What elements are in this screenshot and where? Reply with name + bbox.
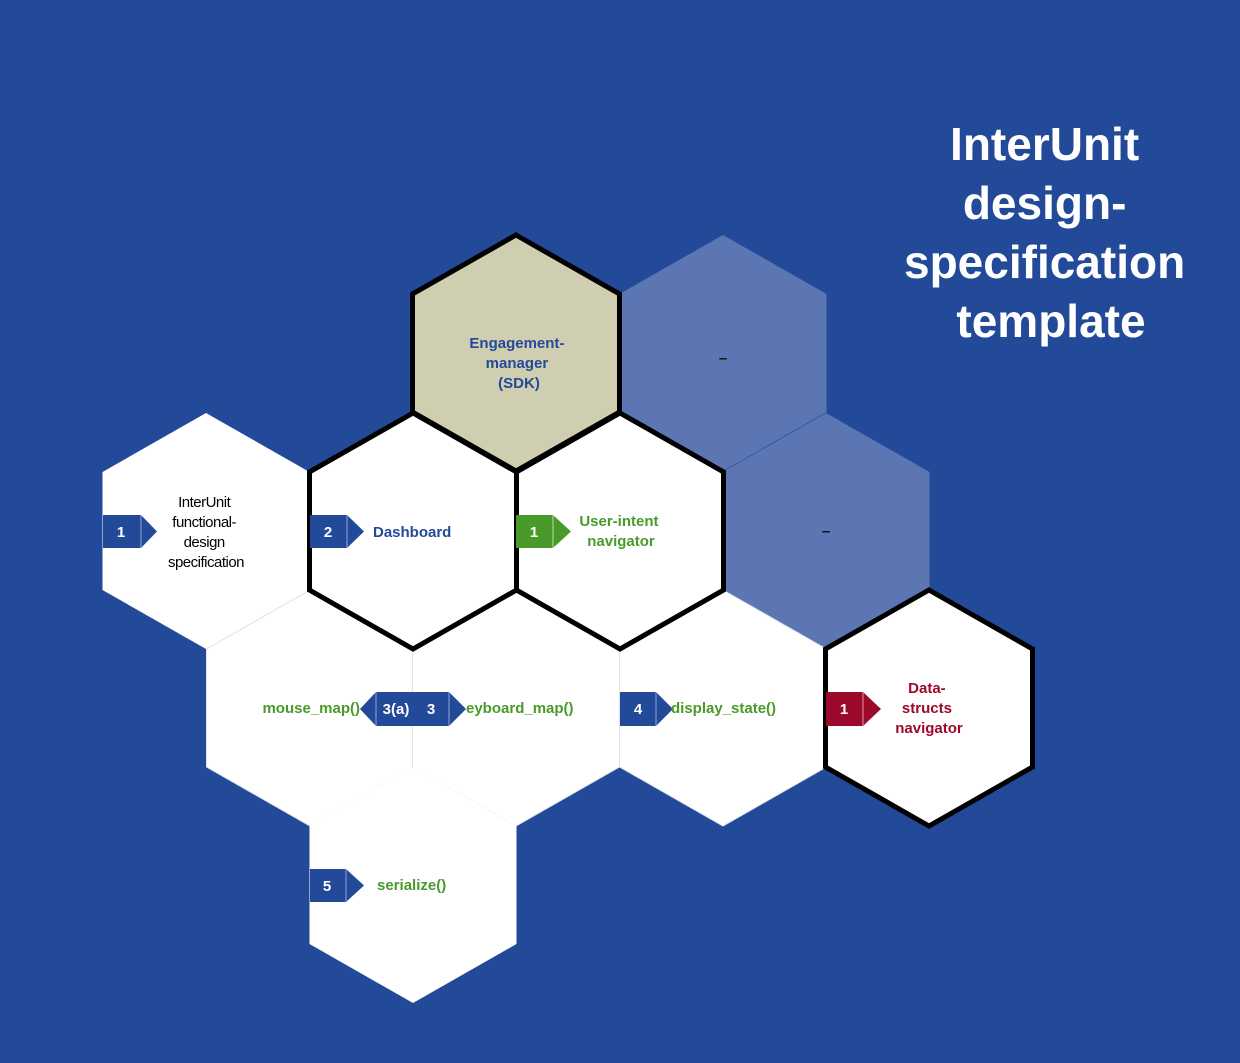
dashboard-label: Dashboard [373,524,451,541]
data-structs-hex [823,587,1035,829]
diagram-title: InterUnit design- specification template [904,118,1198,347]
faded-right-label: – [822,523,830,540]
serialize-hex [309,767,517,1003]
svg-text:1: 1 [530,524,538,541]
data-structs-label: Data- structs navigator [895,680,963,737]
badge-mouse-map: 3(a) [383,701,410,718]
faded-right-hex [722,413,930,649]
mouse-map-label: mouse_map() [262,700,360,717]
svg-text:5: 5 [323,878,331,895]
svg-text:1: 1 [117,524,125,541]
badge-dashboard: 2 [310,515,364,548]
svg-text:1: 1 [840,701,848,718]
badge-user-intent: 1 [516,515,571,548]
badge-mouse-keyboard: 3(a) 3 [360,692,466,726]
svg-text:4: 4 [634,701,643,718]
faded-top-hex [619,235,827,471]
badge-display-state: 4 [620,692,673,726]
serialize-label: serialize() [377,877,446,894]
user-intent-hex [514,410,726,652]
functional-spec-hex [102,413,310,649]
keyboard-map-label: eyboard_map() [466,700,574,717]
faded-top-label: – [719,350,727,367]
functional-spec-label: InterUnit functional- design specificati… [168,494,244,571]
svg-text:2: 2 [324,524,332,541]
engagement-manager-label: Engagement- manager (SDK) [469,335,568,392]
badge-functional-spec: 1 [103,515,157,548]
display-state-label: display_state() [671,700,776,717]
badge-keyboard-map: 3 [427,701,435,718]
badge-serialize: 5 [310,869,364,902]
badge-data-structs: 1 [826,692,881,726]
user-intent-label: User-intent navigator [579,513,662,550]
